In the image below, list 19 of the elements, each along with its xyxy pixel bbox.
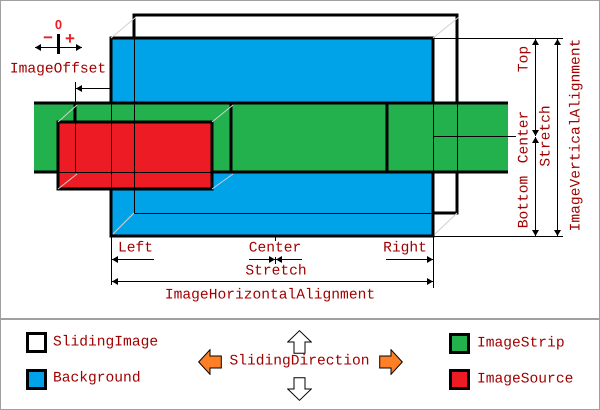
dimension-label: Top bbox=[518, 46, 532, 72]
dimension-label: Right bbox=[383, 242, 427, 256]
dimension-label: Center bbox=[518, 110, 532, 164]
dimension-label: ImageVerticalAlignment bbox=[570, 38, 584, 232]
dimension-label: Stretch bbox=[245, 264, 307, 279]
legend-label: ImageSource bbox=[477, 372, 574, 388]
legend-label: ImageStrip bbox=[477, 336, 565, 352]
dimension-label: Bottom bbox=[518, 176, 532, 228]
dimension-label: ImageOffset bbox=[10, 62, 106, 78]
minus-sign: − bbox=[43, 32, 53, 44]
legend-label: Background bbox=[53, 372, 141, 386]
dimension-label: ImageHorizontalAlignment bbox=[164, 288, 376, 304]
plus-sign: + bbox=[65, 33, 75, 45]
dimension-label: Stretch bbox=[540, 105, 554, 167]
dimension-label: Center bbox=[248, 242, 302, 256]
zero-label: 0 bbox=[54, 19, 62, 31]
dimension-label: Left bbox=[118, 242, 154, 256]
direction-label: SlidingDirection bbox=[229, 354, 370, 370]
legend-label: SlidingImage bbox=[53, 336, 158, 350]
